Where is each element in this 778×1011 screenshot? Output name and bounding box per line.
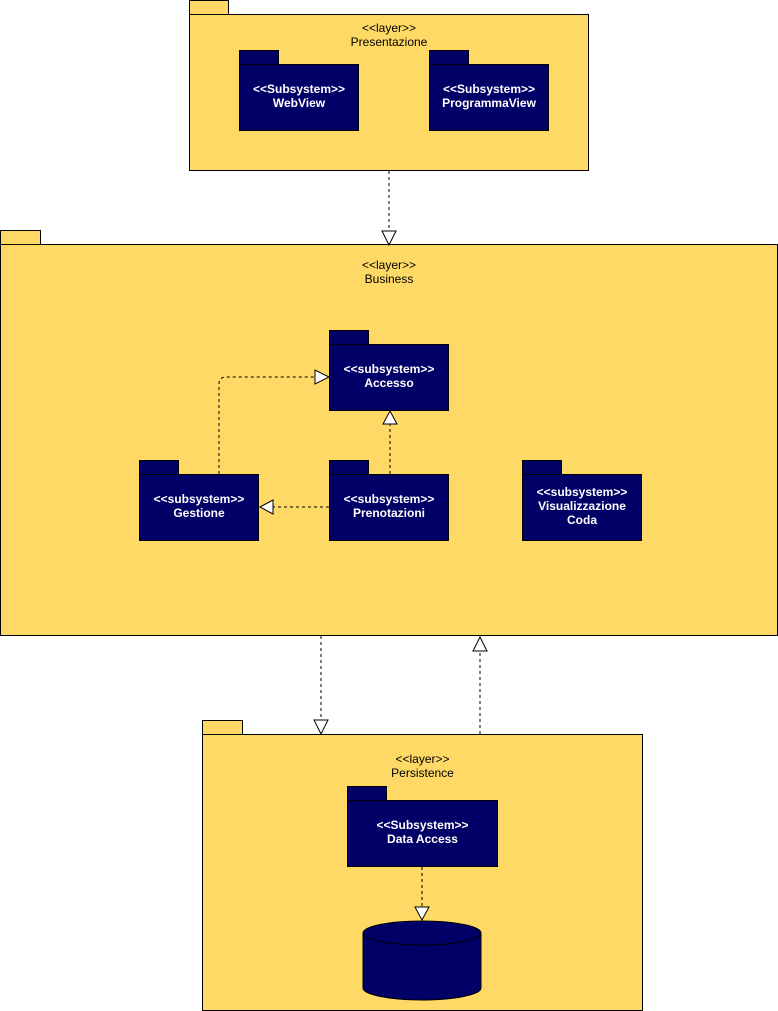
subsystem-stereotype: <<subsystem>> [536,485,628,499]
subsystem-body: <<subsystem>> Visualizzazione Coda [522,474,642,541]
layer-body: <<layer>> Persistence [202,734,643,1011]
subsystem-stereotype: <<subsystem>> [343,362,435,376]
layer-business[interactable]: <<layer>> Business [0,230,778,636]
subsystem-body: <<Subsystem>> WebView [239,64,359,131]
subsystem-body: <<Subsystem>> ProgrammaView [429,64,549,131]
layer-tab [189,0,229,15]
subsystem-label: <<subsystem>> Accesso [330,362,448,390]
subsystem-label: <<Subsystem>> ProgrammaView [430,82,548,110]
subsystem-stereotype: <<subsystem>> [153,492,245,506]
subsystem-name-line1: Visualizzazione [538,499,626,513]
subsystem-tab [329,330,369,345]
layer-stereotype: <<layer>> [361,258,417,272]
subsystem-prenotazioni[interactable]: <<subsystem>> Prenotazioni [329,460,449,541]
subsystem-body: <<subsystem>> Accesso [329,344,449,411]
subsystem-label: <<subsystem>> Gestione [140,492,258,520]
subsystem-name: Prenotazioni [352,506,425,520]
subsystem-tab [329,460,369,475]
layer-name: Presentazione [350,35,428,49]
subsystem-label: <<Subsystem>> Data Access [348,818,497,846]
subsystem-programmaview[interactable]: <<Subsystem>> ProgrammaView [429,50,549,131]
subsystem-stereotype: <<Subsystem>> [442,82,536,96]
subsystem-tab [239,50,279,65]
subsystem-label: <<subsystem>> Visualizzazione Coda [523,485,641,527]
subsystem-data-access[interactable]: <<Subsystem>> Data Access [347,786,498,867]
subsystem-name: Accesso [364,376,414,390]
subsystem-name: ProgrammaView [442,96,536,110]
subsystem-body: <<subsystem>> Prenotazioni [329,474,449,541]
subsystem-tab [139,460,179,475]
subsystem-tab [429,50,469,65]
subsystem-stereotype: <<Subsystem>> [376,818,469,832]
subsystem-label: <<subsystem>> Prenotazioni [330,492,448,520]
subsystem-tab [347,786,387,801]
subsystem-tab [522,460,562,475]
subsystem-body: <<subsystem>> Gestione [139,474,259,541]
layer-name: Business [364,272,414,286]
subsystem-name: Gestione [173,506,225,520]
arrowhead [472,635,488,652]
subsystem-visualizzazione-coda[interactable]: <<subsystem>> Visualizzazione Coda [522,460,642,541]
subsystem-name-line2: Coda [567,513,597,527]
layer-stereotype: <<layer>> [361,21,417,35]
layer-body: <<layer>> Business [0,244,778,636]
layer-stereotype: <<layer>> [395,752,450,766]
subsystem-label: <<Subsystem>> WebView [240,82,358,110]
subsystem-gestione[interactable]: <<subsystem>> Gestione [139,460,259,541]
layer-tab [0,230,41,245]
layer-name: Persistence [391,766,454,780]
subsystem-accesso[interactable]: <<subsystem>> Accesso [329,330,449,411]
layer-tab [202,720,243,735]
subsystem-stereotype: <<Subsystem>> [252,82,346,96]
subsystem-webview[interactable]: <<Subsystem>> WebView [239,50,359,131]
subsystem-name: WebView [272,96,326,110]
subsystem-name: Data Access [387,832,458,846]
subsystem-body: <<Subsystem>> Data Access [347,800,498,867]
subsystem-stereotype: <<subsystem>> [343,492,435,506]
